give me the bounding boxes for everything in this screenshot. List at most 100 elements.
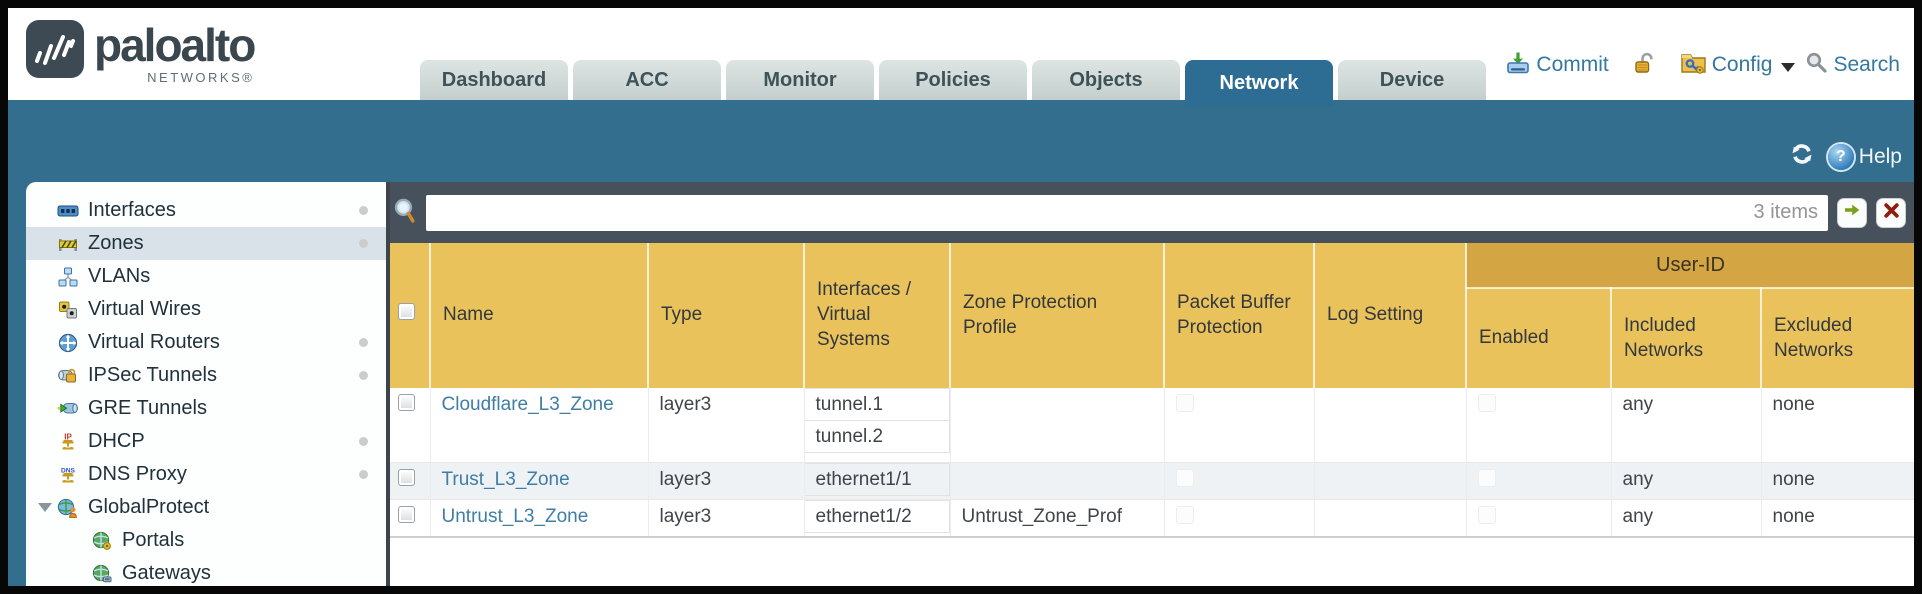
tab-dashboard[interactable]: Dashboard bbox=[420, 60, 568, 100]
sidebar-item-label: DHCP bbox=[88, 430, 145, 452]
paloalto-logo: paloalto NETWORKS® bbox=[26, 20, 256, 85]
sidebar-item-portals[interactable]: Portals bbox=[26, 524, 386, 557]
sidebar-item-label: DNS Proxy bbox=[88, 463, 187, 485]
vlans-icon bbox=[56, 267, 80, 287]
help-button[interactable]: ? Help bbox=[1827, 143, 1902, 170]
col-header-enabled[interactable]: Enabled bbox=[1466, 288, 1612, 388]
interface-value: tunnel.2 bbox=[804, 421, 950, 453]
col-header-log-setting[interactable]: Log Setting bbox=[1314, 243, 1467, 388]
zone-name-link[interactable]: Cloudflare_L3_Zone bbox=[441, 394, 614, 415]
zone-type-cell: layer3 bbox=[648, 462, 805, 500]
included-networks-cell: any bbox=[1611, 499, 1762, 538]
user-id-group-header: User-ID bbox=[1466, 243, 1914, 289]
status-dot bbox=[359, 206, 368, 215]
commit-button[interactable]: Commit bbox=[1505, 51, 1609, 80]
tab-device[interactable]: Device bbox=[1338, 60, 1486, 100]
col-header-type[interactable]: Type bbox=[648, 243, 805, 388]
search-button[interactable]: Search bbox=[1805, 51, 1900, 79]
tab-monitor[interactable]: Monitor bbox=[726, 60, 874, 100]
packet-buffer-checkbox[interactable] bbox=[1175, 505, 1194, 524]
config-icon bbox=[1680, 50, 1707, 80]
clear-filter-button[interactable] bbox=[1876, 197, 1906, 228]
expander-triangle-icon[interactable] bbox=[38, 503, 52, 512]
sidebar-item-label: IPSec Tunnels bbox=[88, 364, 217, 386]
portals-icon bbox=[90, 531, 114, 551]
enabled-checkbox[interactable] bbox=[1477, 505, 1496, 524]
apply-filter-button[interactable] bbox=[1837, 197, 1867, 228]
dns-proxy-icon: DNS bbox=[56, 465, 80, 485]
zone-name-link[interactable]: Untrust_L3_Zone bbox=[441, 505, 589, 527]
zone-name-link[interactable]: Trust_L3_Zone bbox=[441, 468, 570, 490]
interface-value: ethernet1/1 bbox=[804, 462, 950, 496]
gre-tunnels-icon bbox=[56, 400, 80, 417]
col-header-zone-protection-profile[interactable]: Zone Protection Profile bbox=[950, 243, 1165, 388]
sidebar-item-dns-proxy[interactable]: DNS DNS Proxy bbox=[26, 458, 386, 491]
excluded-networks-cell: none bbox=[1761, 388, 1914, 463]
zones-main-panel: 3 items Name Type bbox=[386, 182, 1914, 586]
excluded-networks-cell: none bbox=[1761, 499, 1914, 538]
row-checkbox[interactable] bbox=[398, 394, 415, 411]
col-header-included-networks[interactable]: Included Networks bbox=[1611, 288, 1762, 388]
log-setting-cell bbox=[1314, 462, 1467, 500]
sidebar-item-gre-tunnels[interactable]: GRE Tunnels bbox=[26, 392, 386, 425]
status-dot bbox=[359, 338, 368, 347]
tab-policies[interactable]: Policies bbox=[879, 60, 1027, 100]
col-header-interfaces[interactable]: Interfaces / Virtual Systems bbox=[804, 243, 951, 388]
interface-value: ethernet1/2 bbox=[804, 499, 950, 533]
sidebar-item-virtual-wires[interactable]: Virtual Wires bbox=[26, 293, 386, 326]
table-empty-area bbox=[390, 537, 1914, 586]
select-all-checkbox[interactable] bbox=[398, 303, 415, 321]
sidebar-item-label: Portals bbox=[122, 529, 185, 551]
zone-type-cell: layer3 bbox=[648, 499, 805, 538]
table-row: Trust_L3_Zone layer3 ethernet1/1 any non… bbox=[390, 462, 1914, 500]
help-label: Help bbox=[1858, 144, 1902, 168]
filter-input-wrap: 3 items bbox=[426, 194, 1828, 231]
dhcp-icon: IP bbox=[56, 432, 80, 452]
enabled-checkbox[interactable] bbox=[1477, 468, 1496, 487]
sidebar-item-virtual-routers[interactable]: Virtual Routers bbox=[26, 326, 386, 359]
packet-buffer-checkbox[interactable] bbox=[1175, 394, 1194, 412]
status-dot bbox=[359, 239, 368, 248]
content-area: Interfaces Zones VLANs Virtual Wires Vir… bbox=[8, 182, 1914, 586]
tab-network[interactable]: Network bbox=[1185, 60, 1333, 106]
row-checkbox[interactable] bbox=[398, 468, 415, 486]
sidebar-item-vlans[interactable]: VLANs bbox=[26, 260, 386, 293]
search-icon bbox=[1805, 51, 1828, 79]
sidebar-item-interfaces[interactable]: Interfaces bbox=[26, 194, 386, 227]
sidebar-item-label: VLANs bbox=[88, 265, 151, 287]
sidebar-item-ipsec-tunnels[interactable]: IPSec Tunnels bbox=[26, 359, 386, 392]
refresh-icon[interactable] bbox=[1788, 141, 1816, 172]
config-menu-button[interactable]: Config bbox=[1680, 50, 1798, 80]
zone-type-cell: layer3 bbox=[648, 388, 805, 463]
sidebar-item-label: Virtual Wires bbox=[88, 298, 201, 320]
main-nav-tabs: Dashboard ACC Monitor Policies Objects N… bbox=[420, 60, 1486, 106]
tab-objects[interactable]: Objects bbox=[1032, 60, 1180, 100]
col-header-packet-buffer-protection[interactable]: Packet Buffer Protection bbox=[1164, 243, 1315, 388]
lock-icon[interactable] bbox=[1633, 51, 1656, 80]
sidebar-item-label: Interfaces bbox=[88, 199, 176, 221]
paloalto-logo-icon bbox=[26, 20, 84, 83]
sidebar-item-label: Zones bbox=[88, 232, 144, 254]
virtual-wires-icon bbox=[56, 300, 80, 320]
green-arrow-icon bbox=[1843, 202, 1861, 223]
status-dot bbox=[359, 470, 368, 479]
sidebar-item-gateways[interactable]: Gateways bbox=[26, 557, 386, 586]
sidebar-item-dhcp[interactable]: IP DHCP bbox=[26, 425, 386, 458]
teal-band: ? Help bbox=[8, 100, 1914, 182]
packet-buffer-checkbox[interactable] bbox=[1175, 468, 1194, 487]
log-setting-cell bbox=[1314, 499, 1467, 538]
top-header: paloalto NETWORKS® Dashboard ACC Monitor… bbox=[8, 8, 1914, 106]
sidebar-item-label: GRE Tunnels bbox=[88, 397, 207, 419]
sidebar-item-globalprotect[interactable]: GlobalProtect bbox=[26, 491, 386, 524]
col-header-name[interactable]: Name bbox=[430, 243, 649, 388]
header-utilities: Commit Config Search bbox=[1505, 50, 1900, 80]
tab-acc[interactable]: ACC bbox=[573, 60, 721, 100]
col-header-excluded-networks[interactable]: Excluded Networks bbox=[1761, 288, 1914, 388]
sidebar-item-zones[interactable]: Zones bbox=[26, 227, 386, 260]
enabled-checkbox[interactable] bbox=[1477, 394, 1496, 412]
commit-icon bbox=[1505, 51, 1531, 80]
row-checkbox[interactable] bbox=[398, 505, 415, 523]
filter-input[interactable] bbox=[436, 201, 1744, 224]
sidebar-item-label: Gateways bbox=[122, 562, 211, 584]
help-icon: ? bbox=[1827, 143, 1854, 170]
